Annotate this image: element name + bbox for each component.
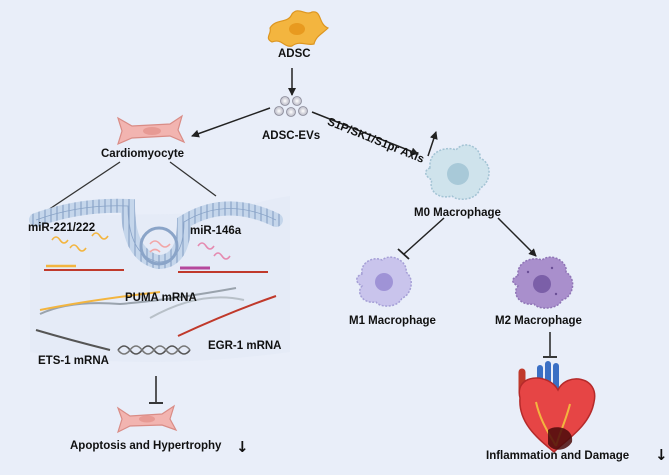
adsc-cell-icon <box>267 10 330 47</box>
cell-interior <box>29 196 290 362</box>
adsc-evs-label: ADSC-EVs <box>262 130 321 142</box>
m2-macrophage-icon <box>512 256 574 309</box>
ev-cluster-icon <box>274 96 308 117</box>
down-arrow-icon: ↓ <box>236 438 249 456</box>
m0-to-m1-inhibition-bar <box>397 248 410 260</box>
m2-macrophage-label: M2 Macrophage <box>495 315 582 327</box>
adsc-label: ADSC <box>278 48 311 60</box>
m0-macrophage-label: M0 Macrophage <box>414 207 501 219</box>
m0-macrophage-icon <box>425 144 490 201</box>
egr1-mrna-label: EGR-1 mRNA <box>208 340 282 352</box>
m1-macrophage-icon <box>356 256 412 307</box>
ets1-mrna-label: ETS-1 mRNA <box>38 355 109 367</box>
mir221-label: miR-221/222 <box>28 222 96 234</box>
puma-mrna-label: PUMA mRNA <box>125 292 197 304</box>
heart-icon <box>518 361 596 454</box>
m0-to-m1-inhibition-line <box>403 217 445 255</box>
evs-to-macrophage-arrow <box>311 111 419 156</box>
inflammation-label: Inflammation and Damage <box>486 450 630 462</box>
mir146-label: miR-146a <box>190 225 242 237</box>
cardiomyocyte-label: Cardiomyocyte <box>101 148 185 160</box>
cell-outline-left <box>41 161 121 215</box>
apoptosis-label: Apoptosis and Hypertrophy <box>70 440 222 452</box>
evs-to-cardiomyocyte-arrow <box>191 107 271 138</box>
cardiomyocyte-icon <box>116 114 186 146</box>
cell-outline-right <box>169 161 217 197</box>
m0-to-m2-arrow <box>497 217 537 257</box>
cardiomyocyte-small-icon <box>116 404 178 434</box>
m1-macrophage-label: M1 Macrophage <box>349 315 436 327</box>
down-arrow-icon: ↓ <box>655 446 668 464</box>
up-arrow-icon <box>427 131 438 157</box>
